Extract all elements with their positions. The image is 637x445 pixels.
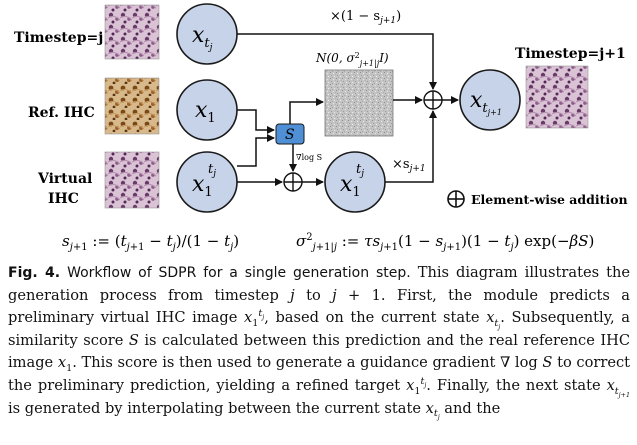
figure-caption: Fig. 4. Workflow of SDPR for a single ge… — [8, 262, 631, 422]
label-timestep-j: Timestep=j — [14, 30, 103, 46]
similarity-box-label: S — [285, 127, 295, 143]
legend-addition-icon — [447, 190, 465, 208]
node-x1-tj-virtual-sup: tj — [208, 162, 216, 179]
tissue-image-timestep-j — [104, 4, 160, 60]
node-x-tj — [176, 3, 238, 65]
tissue-image-virtual-ihc — [104, 151, 160, 209]
tissue-image-ref-ihc — [104, 77, 160, 135]
node-x-tj-label: xtj — [192, 23, 213, 53]
weight-top-label: ×(1 − sj+1) — [330, 9, 401, 26]
equation-s: sj+1 := (tj+1 − tj)/(1 − tj) — [62, 232, 239, 253]
node-x1-tj-refined-label: x1 — [340, 172, 361, 200]
caption-body: This diagram illustrates the generation … — [8, 264, 631, 422]
node-x-tj1-label: xtj+1 — [470, 88, 502, 117]
node-x-tj1 — [459, 69, 521, 131]
node-x1-tj-refined — [324, 151, 386, 213]
weight-bottom-label: ×sj+1 — [392, 157, 426, 174]
connections — [237, 33, 459, 186]
gradient-label: ∇log S — [296, 153, 322, 162]
label-virtual-ihc-line1: Virtual — [37, 171, 92, 187]
caption-fig-title: Workflow of SDPR for a single generation… — [67, 265, 411, 281]
node-x1-tj-refined-sup: tj — [356, 162, 364, 179]
node-x1-tj-virtual — [176, 151, 238, 213]
tissue-image-timestep-j1 — [525, 65, 589, 129]
noise-distribution-label: N(0, σ2j+1|jI) — [315, 51, 389, 69]
label-timestep-j1: Timestep=j+1 — [515, 46, 626, 62]
noise-image — [324, 69, 394, 137]
equation-sigma: σ2j+1|j := τsj+1(1 − sj+1)(1 − tj) exp(−… — [296, 232, 594, 253]
node-x1-ref-label: x1 — [195, 98, 216, 126]
workflow-diagram: Timestep=j Ref. IHC Virtual IHC xtj x1 x… — [14, 3, 628, 253]
node-x1-tj-virtual-label: x1 — [192, 172, 213, 200]
caption-fig-label: Fig. 4. — [8, 265, 61, 281]
adder-virtual-icon — [283, 172, 303, 192]
label-ref-ihc: Ref. IHC — [28, 105, 95, 121]
label-virtual-ihc-line2: IHC — [48, 191, 79, 207]
adder-output-icon — [423, 90, 443, 110]
legend-text: Element-wise addition — [471, 192, 628, 207]
